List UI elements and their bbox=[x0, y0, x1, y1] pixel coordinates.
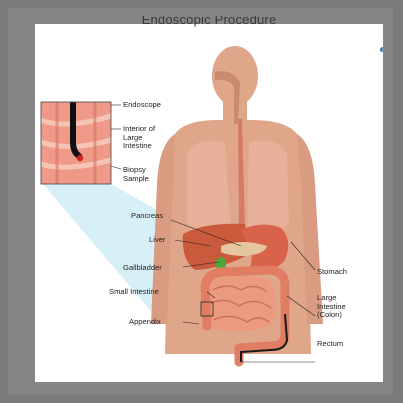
label-endoscope: Endoscope bbox=[123, 101, 161, 110]
anatomy-diagram bbox=[35, 24, 383, 382]
label-liver: Liver bbox=[149, 236, 165, 245]
label-rectum: Rectum bbox=[317, 340, 343, 349]
label-stomach: Stomach bbox=[317, 268, 347, 277]
partial-circle-icon: ◐ bbox=[379, 42, 393, 56]
label-biopsy-sample: Biopsy Sample bbox=[123, 166, 149, 183]
biopsy-sample bbox=[77, 155, 83, 161]
diagram-card: Endoscope Interior of Large Intestine Bi… bbox=[35, 24, 383, 382]
label-pancreas: Pancreas bbox=[131, 212, 163, 221]
inset-panel bbox=[41, 102, 111, 184]
label-large-intestine: Large Intestine (Colon) bbox=[317, 294, 346, 320]
diagram-title: Endoscopic Procedure bbox=[35, 16, 383, 34]
label-appendix: Appendix bbox=[129, 318, 161, 327]
label-small-intestine: Small Intestine bbox=[109, 288, 159, 297]
label-gallbladder: Gallbladder bbox=[123, 264, 162, 273]
label-interior-large-intestine: Interior of Large Intestine bbox=[123, 125, 155, 151]
